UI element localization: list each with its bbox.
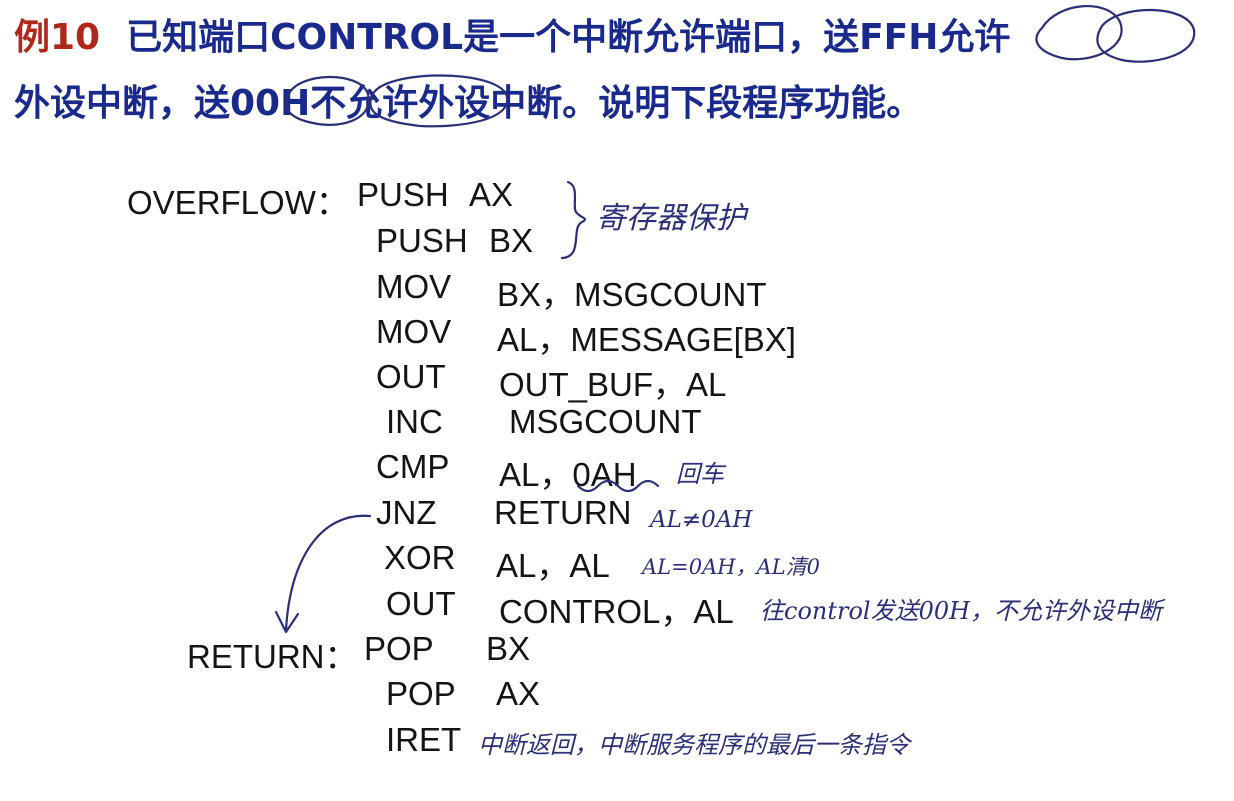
note-xor: AL=0AH，AL清0 (642, 555, 821, 579)
code-arg: OUT_BUF，AL (499, 366, 727, 403)
return-label: RETURN： (187, 638, 358, 675)
note-out-control: 往control发送00H，不允许外设中断 (760, 597, 1163, 625)
jump-arrow (284, 514, 372, 632)
underline-0ah (576, 479, 660, 493)
code-arg: AX (496, 675, 541, 712)
note-carriage-return: 回车 (676, 460, 724, 488)
note-iret: 中断返回，中断服务程序的最后一条指令 (478, 731, 910, 759)
code-op: CMP (376, 448, 450, 485)
code-arg: BX，MSGCOUNT (497, 276, 767, 313)
code-op: PUSH (376, 222, 468, 259)
code-op: INC (386, 403, 443, 440)
code-op: MOV (376, 313, 452, 350)
code-arg: AX (469, 176, 514, 213)
code-op: XOR (384, 539, 456, 576)
jump-arrowhead (274, 610, 300, 634)
circle-00h (285, 75, 370, 126)
code-op: OUT (376, 358, 446, 395)
code-arg: AL，AL (496, 547, 610, 584)
code-op: OUT (386, 585, 456, 622)
problem-title-line-2: 外设中断，送00H不允许外设中断。说明下段程序功能。 (14, 83, 923, 124)
circle-allow (1096, 8, 1196, 63)
circle-ffh (1035, 4, 1123, 61)
note-jnz: AL≠0AH (650, 507, 753, 533)
note-register-protect: 寄存器保护 (596, 201, 746, 236)
code-op: JNZ (376, 494, 437, 531)
overflow-label: OVERFLOW： (127, 184, 349, 221)
code-op: POP (386, 675, 456, 712)
code-arg: BX (489, 222, 534, 259)
code-op: MOV (376, 268, 452, 305)
code-arg: MSGCOUNT (509, 403, 702, 440)
code-op: PUSH (357, 176, 449, 213)
code-arg: CONTROL，AL (499, 593, 734, 630)
code-arg: RETURN (494, 494, 632, 531)
problem-title-line-1: 例10 已知端口CONTROL是一个中断允许端口，送FFH允许 (14, 8, 1010, 60)
code-op: IRET (386, 721, 462, 758)
code-op: POP (364, 630, 434, 667)
circle-not-allow (369, 74, 509, 128)
code-arg: AL，MESSAGE[BX] (497, 321, 796, 358)
example-label: 例10 (14, 17, 101, 58)
code-arg: BX (486, 630, 531, 667)
code-arg: AL，0AH (499, 456, 637, 493)
title-text-1: 已知端口CONTROL是一个中断允许端口，送FFH允许 (126, 17, 1011, 58)
brace-protect (560, 180, 587, 260)
